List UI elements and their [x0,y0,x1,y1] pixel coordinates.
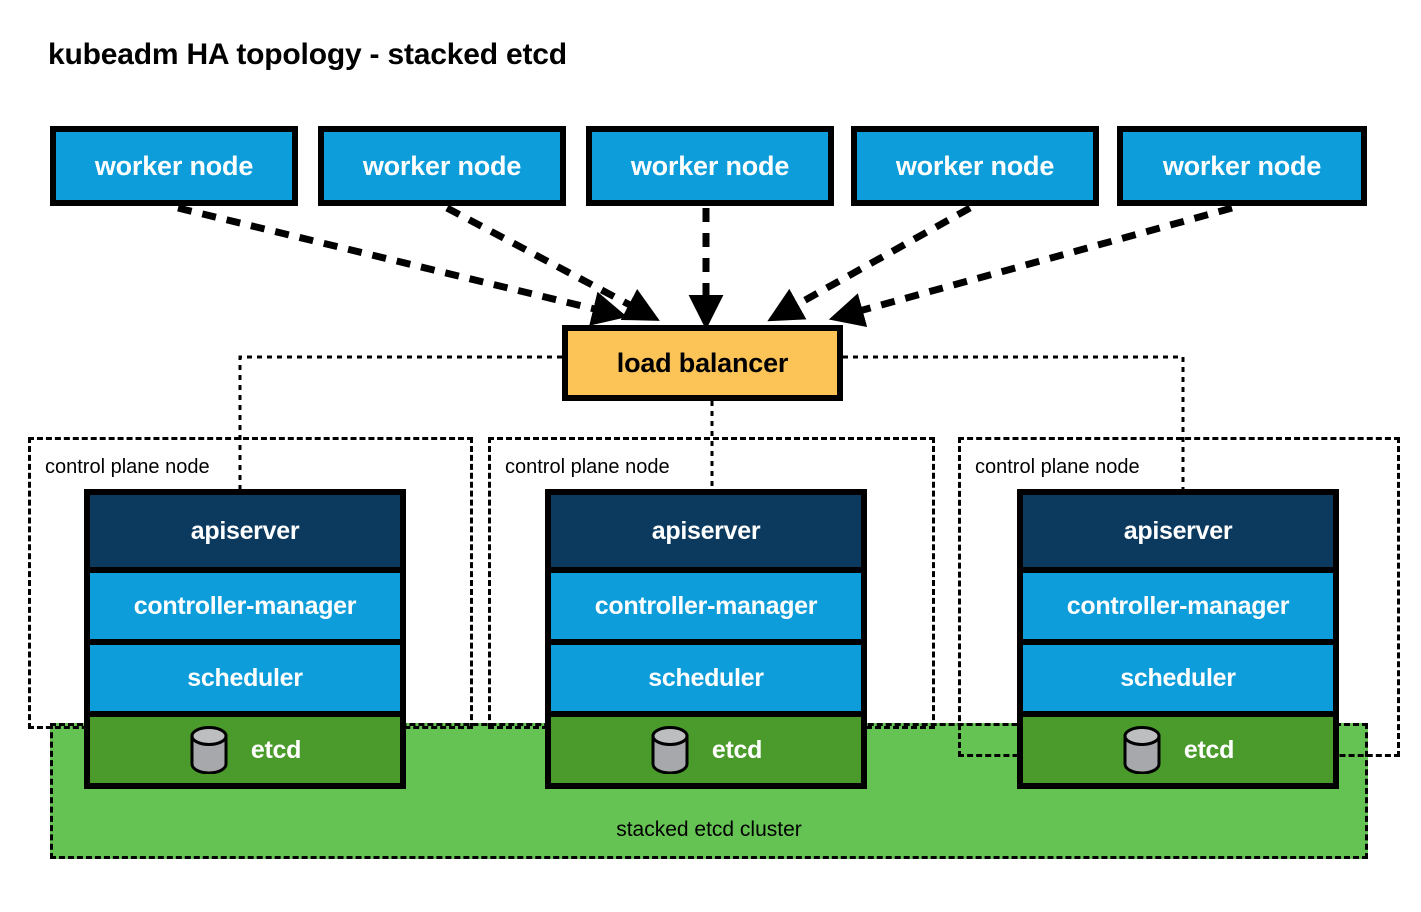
component-label: controller-manager [133,591,357,620]
component-label: etcd [1183,735,1235,764]
arrow-worker-4-to-lb [767,204,972,322]
control-plane-stack-1: apiserver controller-manager scheduler e… [84,489,406,789]
database-cylinder-icon [1123,726,1161,774]
control-plane-stack-3: apiserver controller-manager scheduler e… [1017,489,1339,789]
worker-node-label: worker node [94,150,254,181]
page-title: kubeadm HA topology - stacked etcd [48,38,567,71]
worker-node-label: worker node [1162,150,1322,181]
component-etcd[interactable]: etcd [90,711,400,783]
component-label: controller-manager [594,591,818,620]
arrow-worker-2-to-lb [445,204,660,321]
worker-node-4[interactable]: worker node [851,126,1099,206]
component-apiserver[interactable]: apiserver [551,495,861,567]
worker-node-label: worker node [362,150,522,181]
component-label: controller-manager [1066,591,1290,620]
component-etcd[interactable]: etcd [1023,711,1333,783]
component-label: etcd [711,735,763,764]
component-label: apiserver [190,516,300,545]
worker-node-label: worker node [630,150,790,181]
database-cylinder-icon [190,726,228,774]
component-apiserver[interactable]: apiserver [90,495,400,567]
worker-node-2[interactable]: worker node [318,126,566,206]
arrow-worker-1-to-lb [177,204,628,326]
worker-node-label: worker node [895,150,1055,181]
component-etcd[interactable]: etcd [551,711,861,783]
control-plane-node-label: control plane node [971,456,1144,479]
component-label: apiserver [1123,516,1233,545]
component-scheduler[interactable]: scheduler [1023,639,1333,711]
load-balancer-label: load balancer [616,347,789,378]
worker-node-1[interactable]: worker node [50,126,298,206]
database-cylinder-icon [651,726,689,774]
component-controller-manager[interactable]: controller-manager [1023,567,1333,639]
worker-to-loadbalancer-arrows [177,204,1233,330]
component-label: etcd [250,735,302,764]
control-plane-stack-2: apiserver controller-manager scheduler e… [545,489,867,789]
component-label: scheduler [187,663,303,692]
component-label: scheduler [1120,663,1236,692]
load-balancer-box[interactable]: load balancer [562,325,843,401]
arrow-worker-5-to-lb [828,204,1233,328]
component-scheduler[interactable]: scheduler [90,639,400,711]
component-apiserver[interactable]: apiserver [1023,495,1333,567]
worker-node-5[interactable]: worker node [1117,126,1367,206]
component-scheduler[interactable]: scheduler [551,639,861,711]
control-plane-node-label: control plane node [41,456,214,479]
stacked-etcd-cluster-label: stacked etcd cluster [616,818,802,841]
component-label: scheduler [648,663,764,692]
component-controller-manager[interactable]: controller-manager [90,567,400,639]
worker-node-3[interactable]: worker node [586,126,834,206]
component-label: apiserver [651,516,761,545]
component-controller-manager[interactable]: controller-manager [551,567,861,639]
control-plane-node-label: control plane node [501,456,674,479]
